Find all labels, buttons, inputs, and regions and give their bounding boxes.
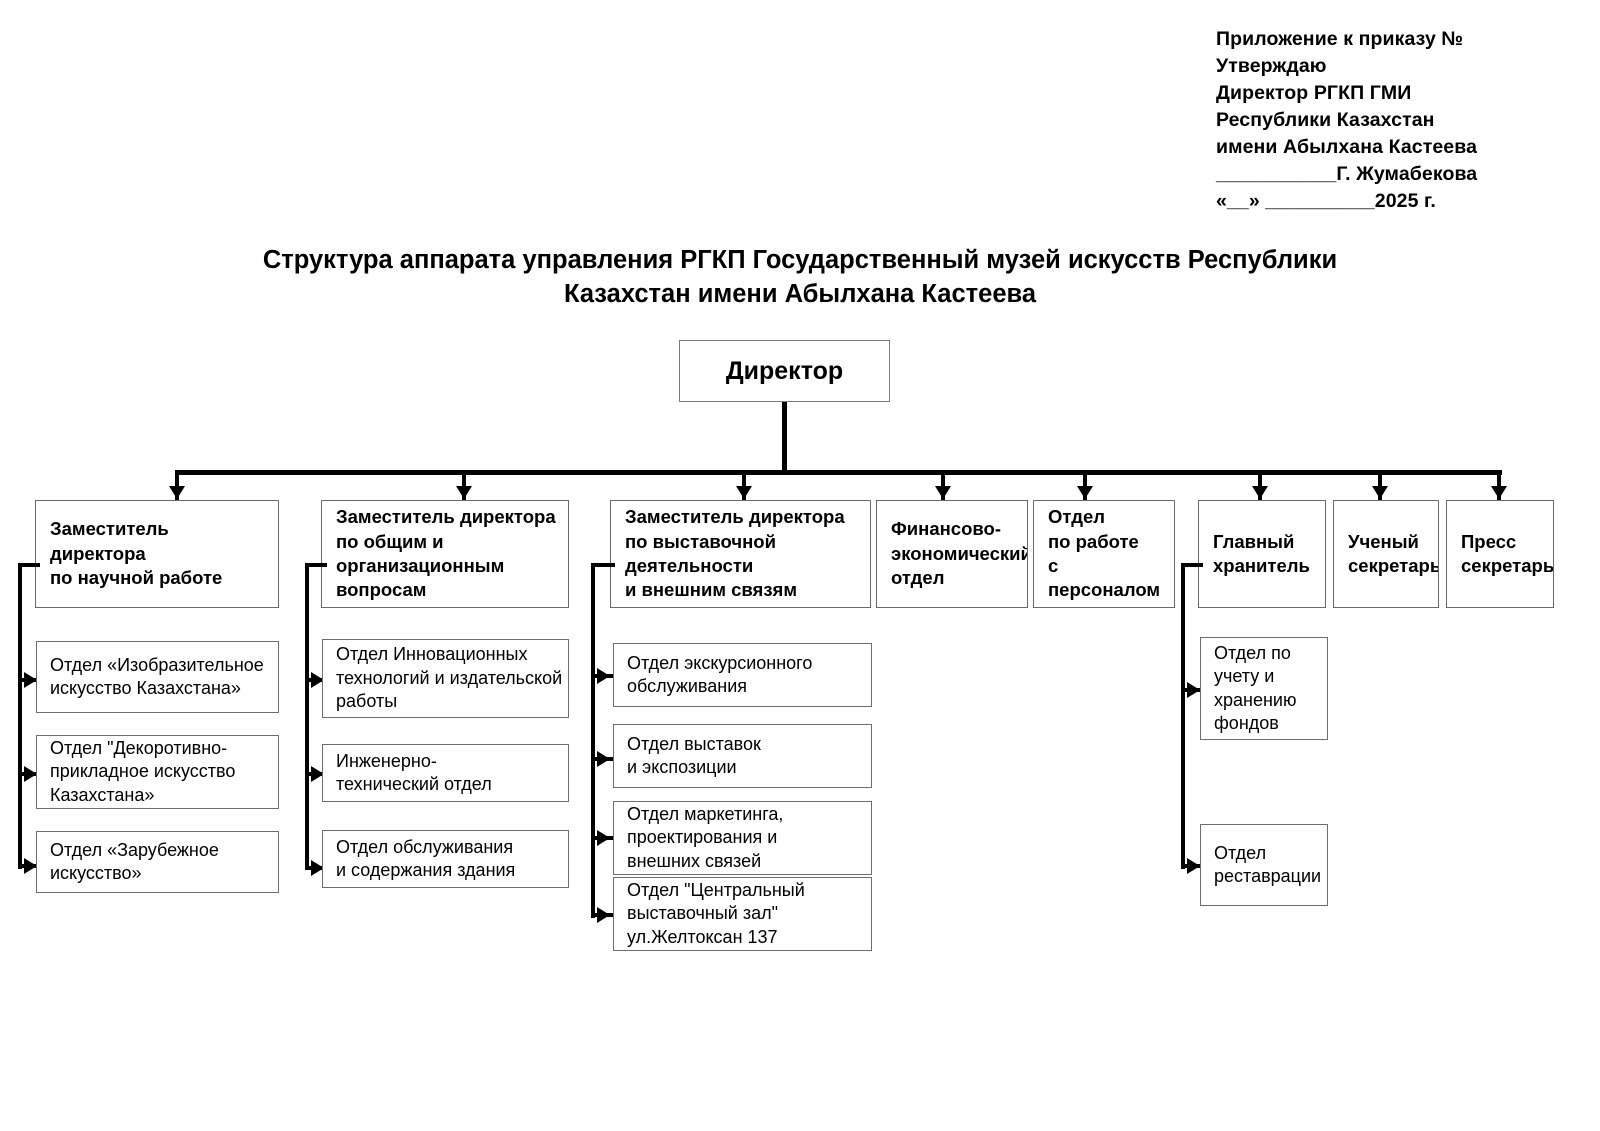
arrowhead-col2-branch-1 [311,672,324,688]
node-dept-building-maintenance[interactable]: Отдел обслуживания и содержания здания [322,830,569,888]
node-dept-building-maintenance-label: Отдел обслуживания и содержания здания [336,836,516,880]
connector-col1-tap [18,563,40,567]
connector-director-stem [782,402,787,474]
node-dept-exhibitions-exposition-label: Отдел выставок и экспозиции [627,733,761,777]
node-dept-accounting-storage-funds-label: Отдел по учету и хранению фондов [1214,642,1297,733]
node-deputy-science-label: Заместитель директора по научной работе [50,518,223,589]
connector-drop-finance [941,470,945,500]
node-dept-excursion-service[interactable]: Отдел экскурсионного обслуживания [613,643,872,707]
node-dept-restoration[interactable]: Отдел реставрации [1200,824,1328,906]
connector-col2-tap [305,563,327,567]
connector-drop-deputy-exhibitions [742,470,746,500]
arrowhead-col1-branch-1 [24,672,37,688]
connector-col4-spine [1181,563,1185,869]
arrowhead-col3-branch-1 [597,668,610,684]
node-dept-finance-economic[interactable]: Финансово- экономический отдел [876,500,1028,608]
connector-col3-tap [591,563,615,567]
node-dept-central-exhibition-hall-label: Отдел "Центральный выставочный зал" ул.Ж… [627,879,805,947]
arrowhead-col3-branch-2 [597,751,610,767]
node-dept-decorative-art-kz-label: Отдел "Декоротивно- прикладное искусство… [50,737,236,805]
connector-drop-deputy-science [175,470,179,500]
node-press-secretary-label: Пресс секретарь [1461,530,1554,576]
node-dept-innovation-publishing[interactable]: Отдел Инновационных технологий и издател… [322,639,569,718]
approval-header-text: Приложение к приказу № Утверждаю Директо… [1216,28,1478,212]
arrowhead-col2-branch-3 [311,860,324,876]
connector-drop-chief-custodian [1258,470,1262,500]
node-deputy-general-org-label: Заместитель директора по общим и организ… [336,506,556,601]
arrowhead-deputy-science [169,486,185,499]
node-deputy-science[interactable]: Заместитель директора по научной работе [35,500,279,608]
node-dept-engineering-technical-label: Инженерно- технический отдел [336,750,492,794]
arrowhead-col1-branch-3 [24,858,37,874]
arrowhead-col2-branch-2 [311,766,324,782]
node-dept-fine-art-kz[interactable]: Отдел «Изобразительное искусство Казахст… [36,641,279,713]
arrowhead-personnel [1077,486,1093,499]
node-chief-custodian[interactable]: Главный хранитель [1198,500,1326,608]
arrowhead-finance [935,486,951,499]
connector-drop-press-secretary [1497,470,1501,500]
node-dept-foreign-art-label: Отдел «Зарубежное искусство» [50,839,219,883]
node-dept-decorative-art-kz[interactable]: Отдел "Декоротивно- прикладное искусство… [36,735,279,809]
connector-col3-spine [591,563,595,918]
arrowhead-deputy-general-org [456,486,472,499]
node-director[interactable]: Директор [679,340,890,402]
arrowhead-press-secretary [1491,486,1507,499]
node-press-secretary[interactable]: Пресс секретарь [1446,500,1554,608]
node-dept-engineering-technical[interactable]: Инженерно- технический отдел [322,744,569,802]
node-dept-fine-art-kz-label: Отдел «Изобразительное искусство Казахст… [50,654,264,698]
node-academic-secretary-label: Ученый секретарь [1348,530,1439,576]
connector-drop-personnel [1083,470,1087,500]
page-title: Структура аппарата управления РГКП Госуд… [262,246,1338,308]
arrowhead-deputy-exhibitions [736,486,752,499]
arrowhead-academic-secretary [1372,486,1388,499]
node-deputy-general-org[interactable]: Заместитель директора по общим и организ… [321,500,569,608]
node-dept-personnel[interactable]: Отдел по работе с персоналом [1033,500,1175,608]
node-dept-innovation-publishing-label: Отдел Инновационных технологий и издател… [336,644,563,712]
node-dept-central-exhibition-hall[interactable]: Отдел "Центральный выставочный зал" ул.Ж… [613,877,872,951]
connector-col4-tap [1181,563,1203,567]
node-dept-exhibitions-exposition[interactable]: Отдел выставок и экспозиции [613,724,872,788]
arrowhead-col3-branch-3 [597,830,610,846]
node-deputy-exhibitions-external-label: Заместитель директора по выставочной дея… [625,506,845,601]
node-dept-restoration-label: Отдел реставрации [1214,842,1322,886]
connector-col1-spine [18,563,22,869]
node-deputy-exhibitions-external[interactable]: Заместитель директора по выставочной дея… [610,500,871,608]
arrowhead-col1-branch-2 [24,766,37,782]
connector-drop-academic-secretary [1378,470,1382,500]
node-dept-marketing-design-external[interactable]: Отдел маркетинга, проектирования и внешн… [613,801,872,875]
node-dept-finance-economic-label: Финансово- экономический отдел [891,518,1028,589]
arrowhead-col3-branch-4 [597,907,610,923]
arrowhead-col4-branch-1 [1187,682,1200,698]
node-dept-foreign-art[interactable]: Отдел «Зарубежное искусство» [36,831,279,893]
node-chief-custodian-label: Главный хранитель [1213,530,1310,576]
arrowhead-col4-branch-2 [1187,858,1200,874]
node-dept-marketing-design-external-label: Отдел маркетинга, проектирования и внешн… [627,803,784,871]
arrowhead-chief-custodian [1252,486,1268,499]
node-director-label: Директор [725,357,844,385]
connector-main-bus [175,470,1502,475]
node-dept-excursion-service-label: Отдел экскурсионного обслуживания [627,652,813,696]
node-dept-personnel-label: Отдел по работе с персоналом [1048,506,1161,601]
connector-drop-deputy-general-org [462,470,466,500]
connector-col2-spine [305,563,309,869]
node-academic-secretary[interactable]: Ученый секретарь [1333,500,1439,608]
node-dept-accounting-storage-funds[interactable]: Отдел по учету и хранению фондов [1200,637,1328,740]
